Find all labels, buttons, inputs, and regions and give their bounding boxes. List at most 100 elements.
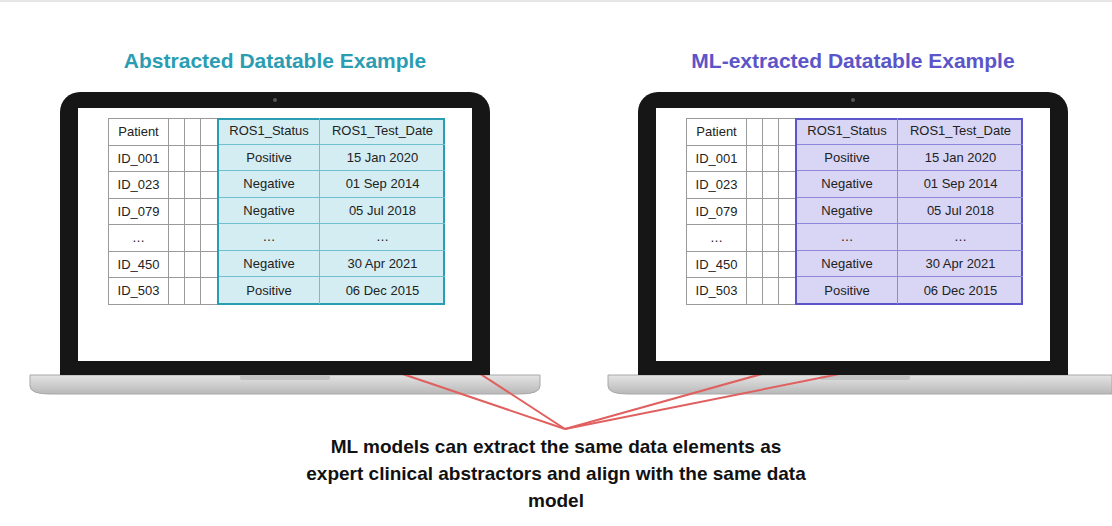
laptop-base xyxy=(30,375,540,394)
patient-id: ID_503 xyxy=(118,283,160,298)
empty-cell xyxy=(200,277,218,305)
cell-text: Negative xyxy=(821,256,872,271)
table-cell: ID_001 xyxy=(108,145,169,173)
empty-cell xyxy=(184,118,201,146)
data-cell: Positive xyxy=(219,145,320,172)
empty-cell xyxy=(778,198,796,226)
data-cell: Negative xyxy=(797,198,898,225)
empty-cell xyxy=(184,251,201,279)
empty-cell xyxy=(200,118,218,146)
data-cell: Positive xyxy=(797,145,898,172)
patient-id: Patient xyxy=(696,124,736,139)
camera-dot xyxy=(851,98,855,102)
camera-dot xyxy=(273,98,277,102)
empty-cell xyxy=(778,224,796,252)
table-cell: ID_450 xyxy=(108,251,169,279)
cell-text: 05 Jul 2018 xyxy=(927,203,994,218)
patient-id: … xyxy=(132,230,145,245)
empty-cell xyxy=(168,145,185,173)
data-cell: Positive xyxy=(219,277,320,304)
laptop-screen: Abstracted Datatable ExamplePatientID_00… xyxy=(60,92,490,375)
patient-id: ID_079 xyxy=(696,204,738,219)
cell-text: 15 Jan 2020 xyxy=(925,150,997,165)
data-cell: Negative xyxy=(797,251,898,278)
caption: ML models can extract the same data elem… xyxy=(306,433,806,514)
empty-cell xyxy=(200,198,218,226)
cell-text: … xyxy=(954,229,967,244)
panel-title: ML-extracted Datatable Example xyxy=(578,49,1112,73)
cell-text: 06 Dec 2015 xyxy=(346,283,420,298)
data-cell: 15 Jan 2020 xyxy=(898,145,1023,172)
cell-text: Negative xyxy=(821,203,872,218)
cell-text: 01 Sep 2014 xyxy=(924,176,998,191)
patient-id: ID_079 xyxy=(118,204,160,219)
data-cell: Negative xyxy=(219,251,320,278)
table-cell: ID_450 xyxy=(686,251,747,279)
data-cell: 01 Sep 2014 xyxy=(320,171,445,198)
patient-id: ID_450 xyxy=(696,257,738,272)
empty-cell xyxy=(200,224,218,252)
data-cell: ROS1_Test_Date xyxy=(898,118,1023,145)
empty-cell xyxy=(762,145,779,173)
laptop-screen: ML-extracted Datatable ExamplePatientID_… xyxy=(638,92,1068,375)
data-cell: ROS1_Status xyxy=(219,118,320,145)
data-cell: … xyxy=(219,224,320,251)
empty-cell xyxy=(184,224,201,252)
patient-id: Patient xyxy=(118,124,158,139)
cell-text: Negative xyxy=(243,176,294,191)
empty-cell xyxy=(762,277,779,305)
data-cell: ROS1_Status xyxy=(797,118,898,145)
laptop-base xyxy=(608,375,1112,394)
empty-cell xyxy=(200,171,218,199)
highlighted-columns: ROS1_Status ROS1_Test_DatePositive 15 Jan … xyxy=(795,118,1023,305)
cell-text: Positive xyxy=(246,150,292,165)
table-cell: ID_079 xyxy=(686,198,747,226)
patient-id: … xyxy=(710,230,723,245)
empty-cell xyxy=(168,224,185,252)
empty-cell xyxy=(184,171,201,199)
cell-text: Negative xyxy=(243,256,294,271)
empty-cell xyxy=(168,171,185,199)
empty-cell xyxy=(746,145,763,173)
table-cell: ID_023 xyxy=(686,171,747,199)
empty-cell xyxy=(168,277,185,305)
cell-text: 01 Sep 2014 xyxy=(346,176,420,191)
cell-text: Positive xyxy=(824,283,870,298)
empty-cell xyxy=(746,118,763,146)
cell-text: ROS1_Status xyxy=(807,123,887,138)
cell-text: … xyxy=(263,229,276,244)
empty-cell xyxy=(746,224,763,252)
empty-cell xyxy=(168,251,185,279)
panel-title: Abstracted Datatable Example xyxy=(0,49,550,73)
cell-text: 05 Jul 2018 xyxy=(349,203,416,218)
cell-text: 30 Apr 2021 xyxy=(347,256,417,271)
top-rule xyxy=(0,1,1112,2)
table-cell: ID_023 xyxy=(108,171,169,199)
empty-cell xyxy=(746,277,763,305)
data-cell: ROS1_Test_Date xyxy=(320,118,445,145)
table-cell: … xyxy=(108,224,169,252)
patient-id: ID_001 xyxy=(696,151,738,166)
empty-cell xyxy=(168,118,185,146)
cell-text: 06 Dec 2015 xyxy=(924,283,998,298)
cell-text: 30 Apr 2021 xyxy=(925,256,995,271)
empty-cell xyxy=(200,145,218,173)
empty-cell xyxy=(746,171,763,199)
data-cell: 06 Dec 2015 xyxy=(898,277,1023,304)
empty-cell xyxy=(762,251,779,279)
empty-cell xyxy=(762,224,779,252)
cell-text: ROS1_Status xyxy=(229,123,309,138)
empty-cell xyxy=(168,198,185,226)
data-cell: 01 Sep 2014 xyxy=(898,171,1023,198)
table-cell: ID_503 xyxy=(686,277,747,305)
data-cell: 15 Jan 2020 xyxy=(320,145,445,172)
empty-cell xyxy=(184,145,201,173)
data-cell: … xyxy=(898,224,1023,251)
data-cell: 30 Apr 2021 xyxy=(898,251,1023,278)
empty-cell xyxy=(184,198,201,226)
empty-cell xyxy=(778,145,796,173)
data-cell: Negative xyxy=(219,171,320,198)
cell-text: Positive xyxy=(824,150,870,165)
empty-cell xyxy=(762,171,779,199)
empty-cell xyxy=(746,251,763,279)
